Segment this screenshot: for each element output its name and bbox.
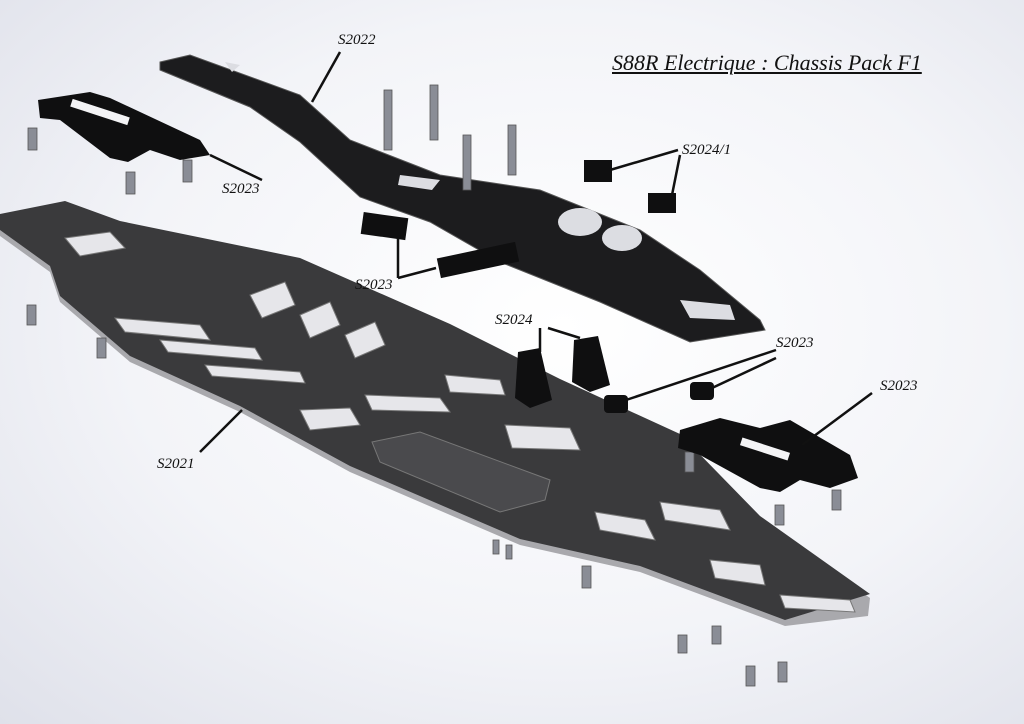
post-left bbox=[515, 348, 552, 408]
page-title: S88R Electrique : Chassis Pack F1 bbox=[612, 50, 922, 75]
main-chassis-plate bbox=[0, 201, 870, 626]
label-right-bridge: S2023 bbox=[880, 378, 918, 394]
label-top-spacers: S2024/1 bbox=[682, 142, 732, 158]
label-top-plate: S2022 bbox=[338, 32, 376, 48]
label-middle-spacers: S2023 bbox=[355, 277, 393, 293]
screws bbox=[26, 84, 842, 687]
post-right bbox=[572, 336, 610, 392]
left-bridge bbox=[38, 92, 210, 162]
label-posts: S2024 bbox=[495, 312, 533, 328]
leader-lines bbox=[199, 51, 873, 453]
top-plate bbox=[159, 54, 766, 343]
label-left-bridge: S2023 bbox=[222, 181, 260, 197]
label-main-plate: S2021 bbox=[157, 456, 195, 472]
label-round-spacers: S2023 bbox=[776, 335, 814, 351]
